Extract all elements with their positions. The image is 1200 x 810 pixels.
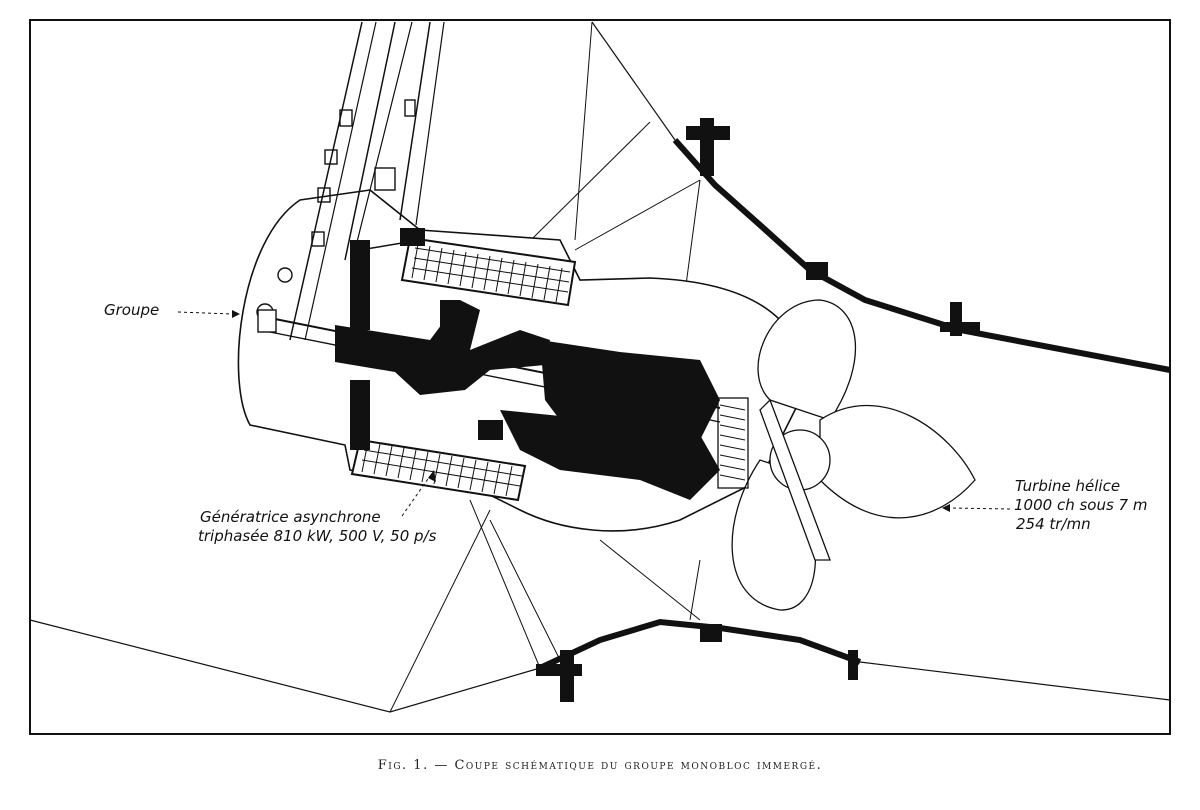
turbine-runner: [731, 299, 976, 611]
label-turbine-line3: 254 tr/mn: [1016, 515, 1091, 533]
support-struts: [389, 21, 701, 713]
label-turbine-line1: Turbine hélice: [1015, 477, 1121, 495]
leader-arrowheads: [232, 310, 950, 512]
figure-frame: [29, 19, 1171, 735]
lower-wall: [29, 618, 1171, 713]
guide-vanes: [717, 397, 749, 489]
stator-upper: [400, 236, 577, 307]
main-shaft: [257, 309, 721, 423]
stator-lower: [350, 438, 527, 502]
leader-lines: [177, 311, 1011, 517]
label-groupe: Groupe: [104, 301, 160, 319]
figure-caption: Fig. 1. — Coupe schématique du groupe mo…: [377, 758, 823, 773]
label-generatrice-line1: Génératrice asynchrone: [200, 508, 381, 526]
upper-flanges: [686, 118, 980, 336]
label-generatrice-line2: triphasée 810 kW, 500 V, 50 p/s: [198, 527, 437, 545]
label-turbine-line2: 1000 ch sous 7 m: [1014, 496, 1148, 514]
lower-flanges: [536, 624, 858, 702]
